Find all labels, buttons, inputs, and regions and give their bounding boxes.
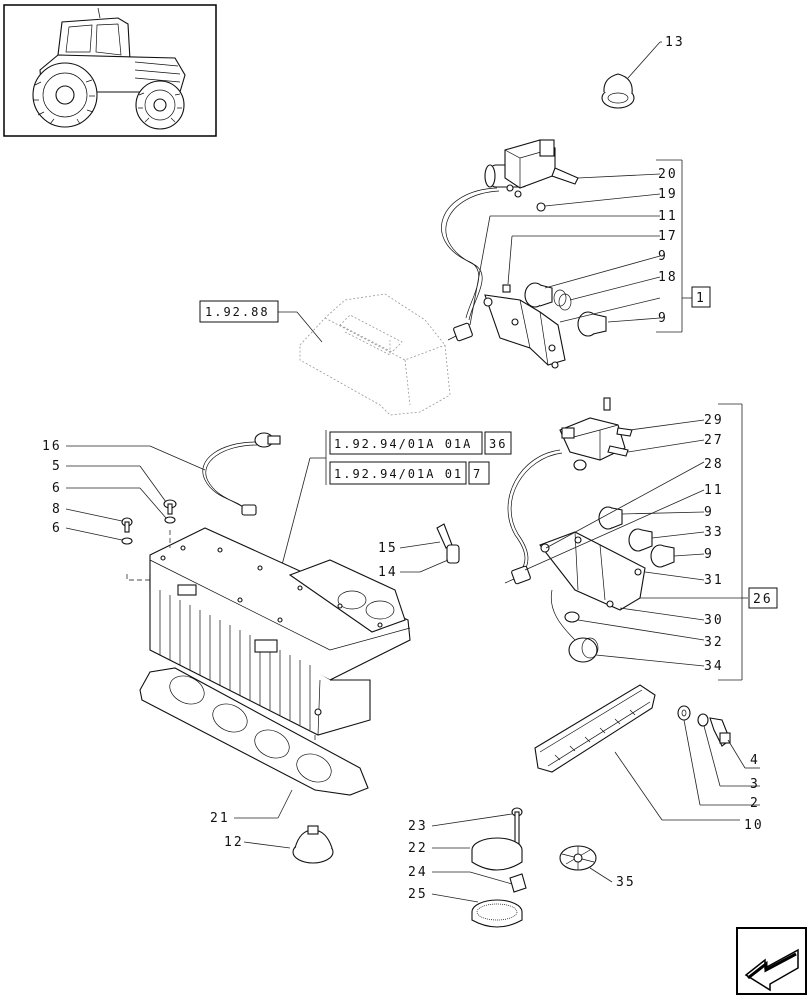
callout-15: 15 [378, 541, 398, 556]
callout-6-bottom: 6 [52, 521, 62, 536]
leader-12 [243, 841, 291, 849]
callout-18: 18 [658, 270, 678, 285]
leader-15 [399, 541, 441, 549]
callout-11-lower: 11 [704, 483, 724, 498]
heater-unit [126, 527, 411, 785]
callout-31: 31 [704, 573, 724, 588]
parts-2-3-4 [677, 705, 731, 747]
ref-box-19288[interactable] [199, 300, 279, 323]
part-10-filter [534, 684, 656, 773]
callout-26: 26 [753, 592, 773, 607]
part-13-cap [601, 41, 662, 109]
callout-27: 27 [704, 433, 724, 448]
upper-leaders [469, 159, 692, 333]
leader-35 [589, 867, 613, 883]
leader-14-b [419, 559, 449, 573]
callout-5: 5 [52, 459, 62, 474]
callout-20: 20 [658, 167, 678, 182]
callout-3: 3 [750, 777, 760, 792]
leader-ref-19288-b [296, 311, 323, 343]
ref-box-b-num [468, 461, 490, 485]
ref-box-a-num [484, 431, 512, 455]
callout-16: 16 [42, 439, 62, 454]
callout-9-upper-b: 9 [658, 311, 668, 326]
next-page-arrow-icon[interactable] [736, 927, 807, 995]
ref-b-label[interactable]: 1.92.94/01A 01 [334, 467, 463, 481]
callout-34: 34 [704, 659, 724, 674]
ref-box-a[interactable] [329, 431, 483, 455]
callout-25: 25 [408, 887, 428, 902]
callout-6-top: 6 [52, 481, 62, 496]
screws-5-6-8 [121, 499, 177, 545]
callout-9-lower-b: 9 [704, 547, 714, 562]
callout-19: 19 [658, 187, 678, 202]
left-leaders [65, 445, 206, 541]
ref-bracket [281, 430, 327, 566]
callout-33: 33 [704, 525, 724, 540]
callout-29: 29 [704, 413, 724, 428]
part-12-drain [292, 825, 334, 864]
part-35-clip [559, 845, 597, 871]
upper-valve-assembly [441, 139, 607, 369]
callout-11-upper: 11 [658, 209, 678, 224]
part-15-14-connector [436, 523, 460, 564]
ref-a-num: 36 [489, 437, 507, 451]
part-21-gasket [139, 667, 369, 796]
callout-1: 1 [696, 291, 706, 306]
callout-9-upper-a: 9 [658, 249, 668, 264]
ghost-housing-1-92-88 [299, 293, 451, 416]
leaders-2-3-4 [683, 719, 760, 806]
leader-21-b [277, 789, 293, 819]
ref-b-num: 7 [473, 467, 482, 481]
callout-9-lower-a: 9 [704, 505, 714, 520]
ref-box-b[interactable] [329, 461, 467, 485]
leader-10-a [614, 751, 663, 821]
callout-23: 23 [408, 819, 428, 834]
ref-19288-label[interactable]: 1.92.88 [205, 305, 270, 319]
parts-22-25 [471, 807, 527, 928]
callout-21: 21 [210, 811, 230, 826]
callout-box-1 [691, 286, 711, 308]
ref-a-label[interactable]: 1.92.94/01A 01A [334, 437, 472, 451]
callout-10: 10 [744, 818, 764, 833]
callout-22: 22 [408, 841, 428, 856]
lower-leaders [524, 403, 748, 681]
callout-24: 24 [408, 865, 428, 880]
callout-32: 32 [704, 635, 724, 650]
leaders-22-25 [431, 813, 513, 903]
tractor-thumbnail-icon[interactable] [3, 4, 217, 137]
callout-30: 30 [704, 613, 724, 628]
callout-35: 35 [616, 875, 636, 890]
callout-12: 12 [224, 835, 244, 850]
callout-box-26 [748, 587, 778, 609]
callout-13: 13 [665, 35, 685, 50]
callout-2: 2 [750, 796, 760, 811]
callout-4: 4 [750, 753, 760, 768]
callout-14: 14 [378, 565, 398, 580]
part-16-sensor [202, 432, 281, 516]
lower-valve-assembly [504, 397, 675, 663]
callout-8: 8 [52, 502, 62, 517]
callout-17: 17 [658, 229, 678, 244]
callout-28: 28 [704, 457, 724, 472]
